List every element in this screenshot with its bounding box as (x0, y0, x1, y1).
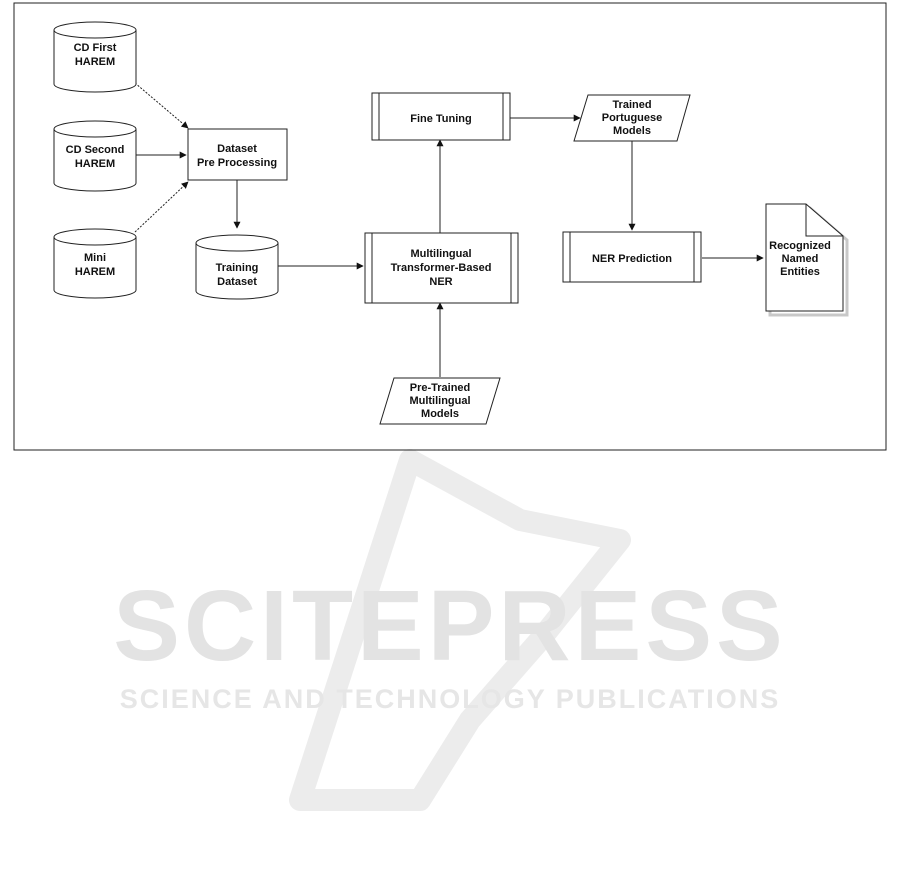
training-line2: Dataset (217, 276, 257, 288)
db-training-dataset: Training Dataset (196, 235, 278, 299)
process-ner-prediction: NER Prediction (563, 232, 701, 282)
watermark-subtitle: SCIENCE AND TECHNOLOGY PUBLICATIONS (120, 684, 781, 714)
process-multilingual-ner: Multilingual Transformer-Based NER (365, 233, 518, 303)
mini-line2: HAREM (75, 266, 115, 278)
ner-line2: Transformer-Based (391, 262, 492, 274)
data-pretrained-multilingual-models: Pre-Trained Multilingual Models (380, 378, 500, 424)
dataset-pp-line2: Pre Processing (197, 157, 277, 169)
recognized-line2: Named (782, 253, 819, 265)
process-dataset-pre-processing: Dataset Pre Processing (188, 129, 287, 180)
mini-line1: Mini (84, 252, 106, 264)
trained-line1: Trained (612, 99, 651, 111)
recognized-line3: Entities (780, 266, 820, 278)
pretrained-line3: Models (421, 408, 459, 420)
ner-line1: Multilingual (410, 248, 471, 260)
db-cd-second-harem: CD Second HAREM (54, 121, 136, 191)
cd-first-line1: CD First (74, 42, 117, 54)
scitepress-watermark: SCITEPRESS SCIENCE AND TECHNOLOGY PUBLIC… (113, 460, 787, 800)
ner-line3: NER (429, 276, 452, 288)
data-trained-portuguese-models: Trained Portuguese Models (574, 95, 690, 141)
fine-tuning-line1: Fine Tuning (410, 113, 472, 125)
cd-second-line2: HAREM (75, 158, 115, 170)
arrow-cd-first-to-dataset (135, 83, 188, 128)
pretrained-line1: Pre-Trained (410, 382, 471, 394)
cd-second-line1: CD Second (66, 144, 125, 156)
trained-line3: Models (613, 125, 651, 137)
pretrained-line2: Multilingual (409, 395, 470, 407)
ner-prediction-line1: NER Prediction (592, 253, 672, 265)
recognized-line1: Recognized (769, 240, 831, 252)
watermark-title: SCITEPRESS (113, 570, 787, 682)
doc-recognized-named-entities: Recognized Named Entities (766, 204, 847, 315)
db-mini-harem: Mini HAREM (54, 229, 136, 298)
process-fine-tuning: Fine Tuning (372, 93, 510, 140)
trained-line2: Portuguese (602, 112, 663, 124)
db-cd-first-harem: CD First HAREM (54, 22, 136, 92)
dataset-pp-line1: Dataset (217, 143, 257, 155)
cd-first-line2: HAREM (75, 56, 115, 68)
arrow-mini-to-dataset (135, 182, 188, 232)
training-line1: Training (216, 262, 259, 274)
